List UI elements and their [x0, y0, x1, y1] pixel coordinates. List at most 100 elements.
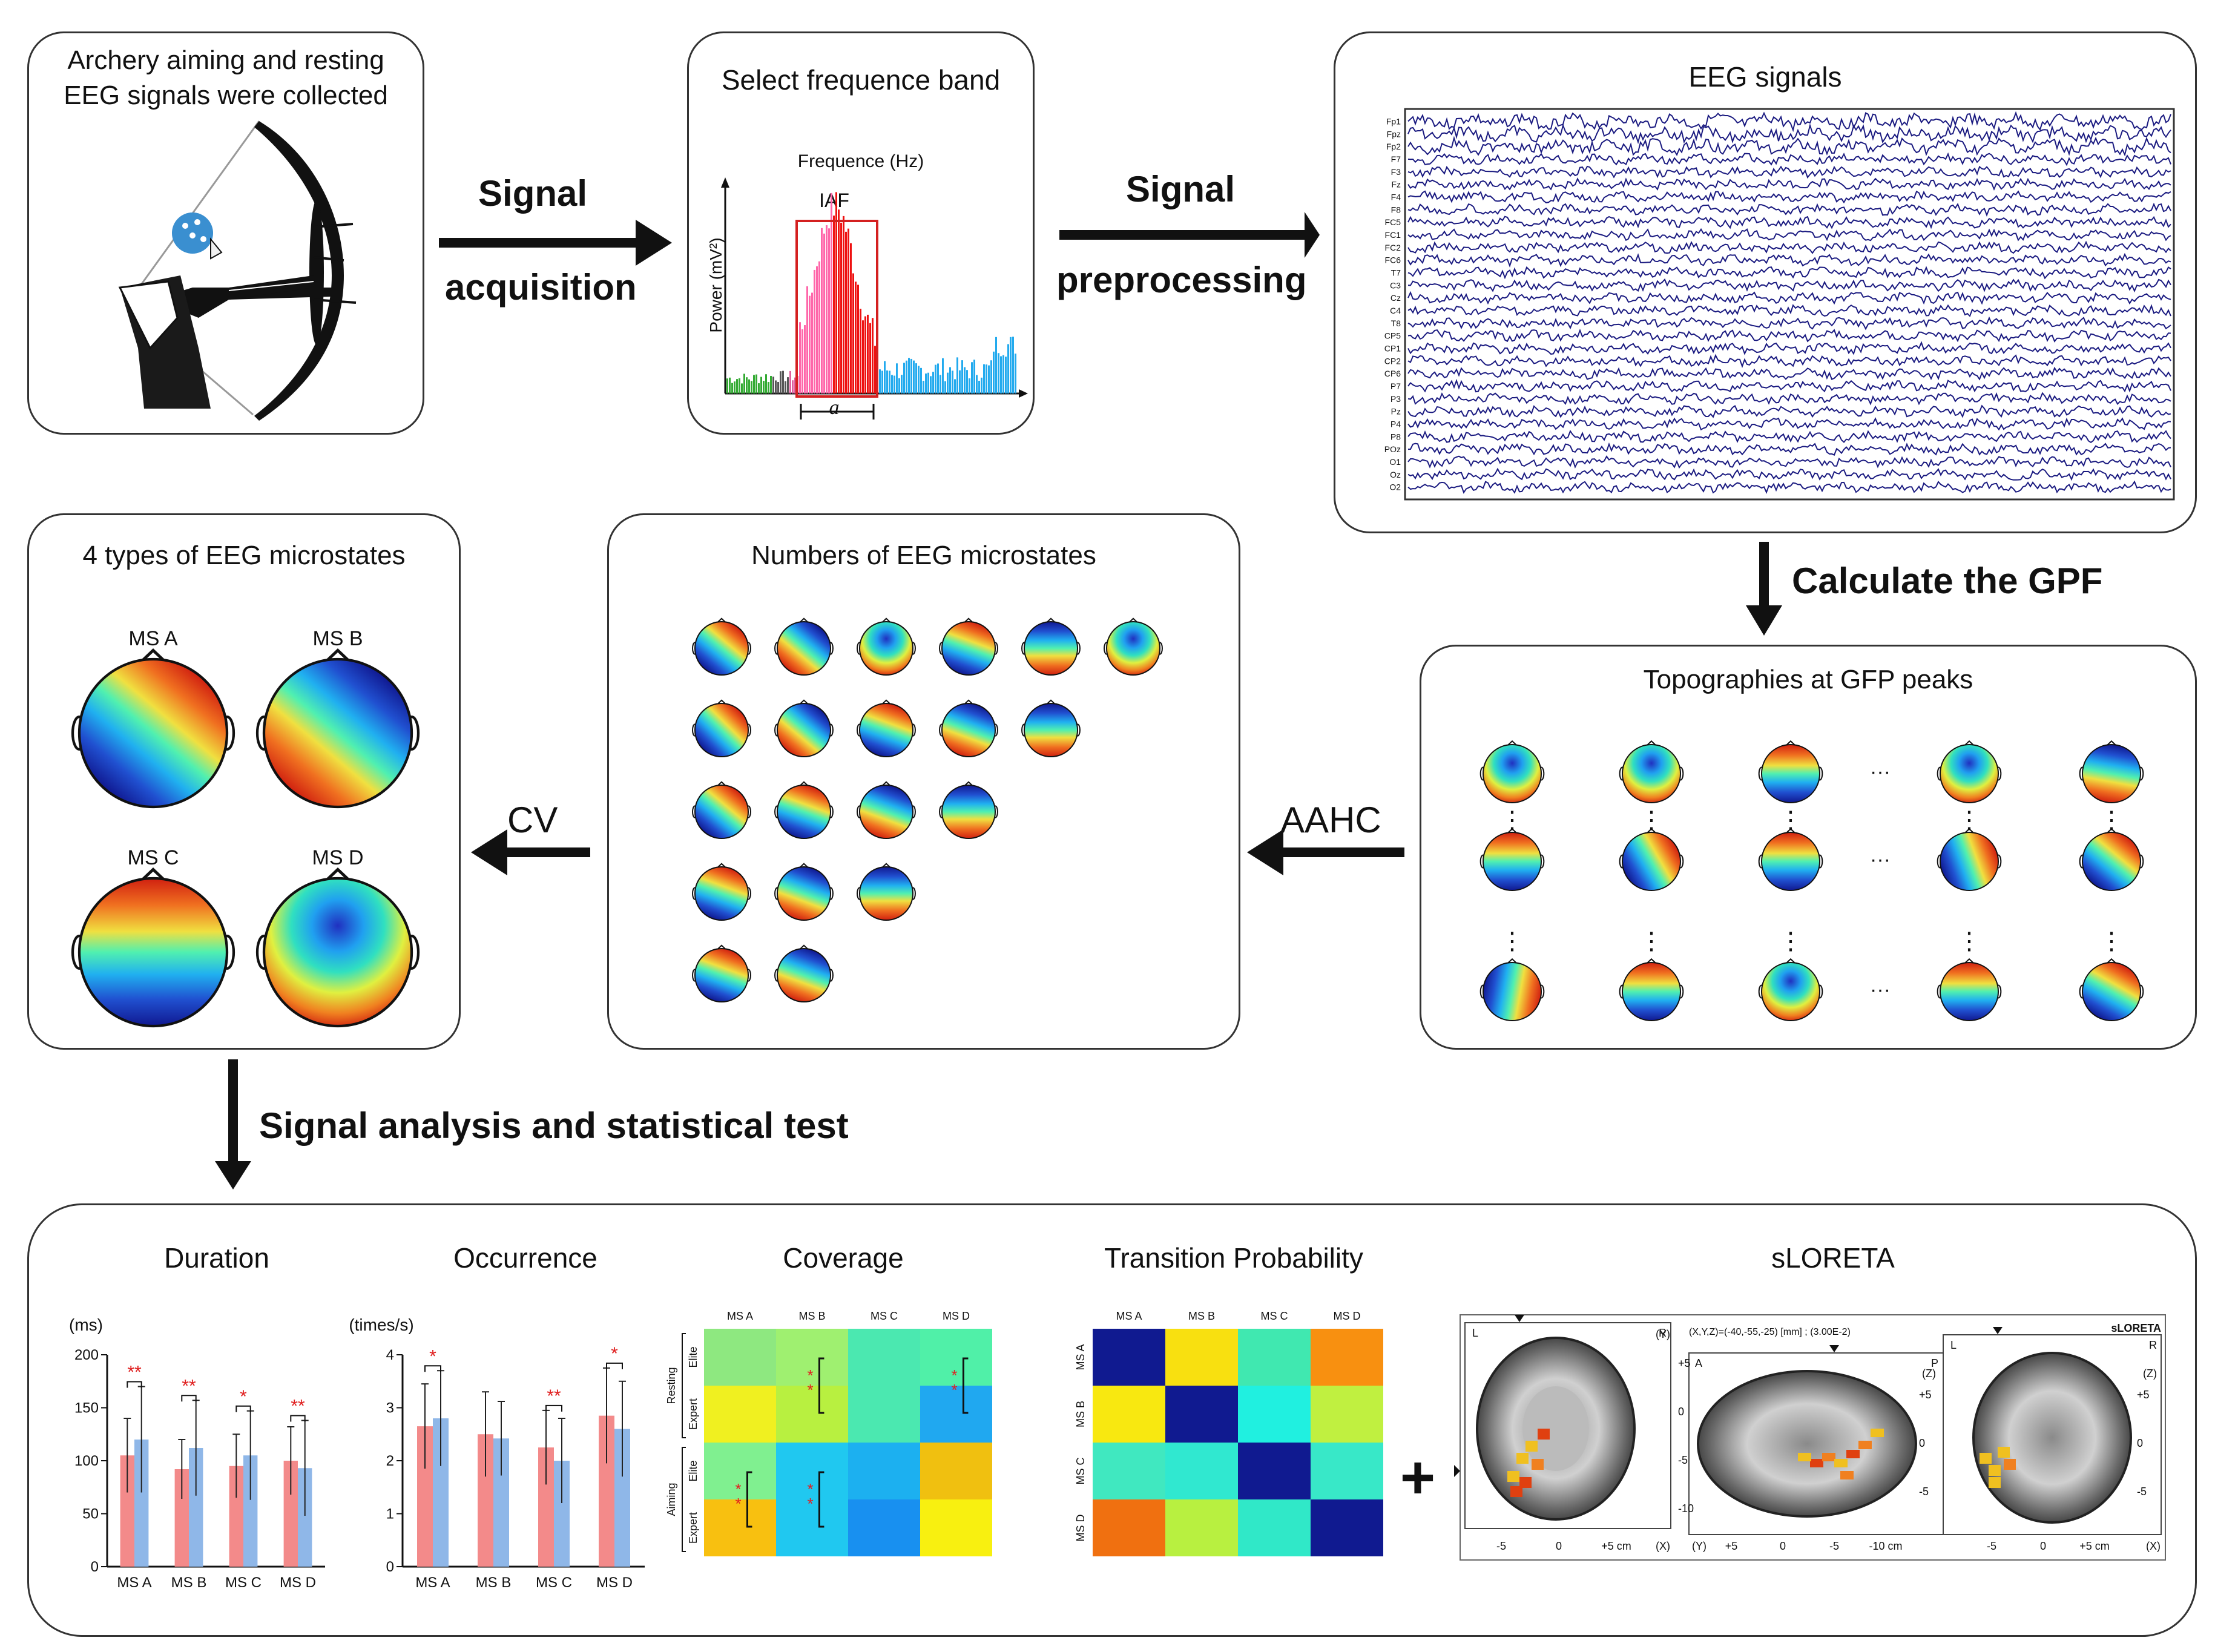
activation-voxel	[1846, 1450, 1860, 1458]
types-panel: 4 types of EEG microstates MS A MS B MS …	[27, 513, 461, 1050]
x-tick-label: MS D	[596, 1575, 633, 1591]
transition-cell	[1165, 1443, 1238, 1499]
bar	[120, 1455, 134, 1567]
transition-row-label: MS D	[1075, 1514, 1087, 1541]
eeg-channel-label: Fp2	[1386, 142, 1401, 151]
activation-voxel	[1525, 1441, 1538, 1452]
microstate-number-topomap	[774, 617, 834, 676]
y-tick-label: 1	[386, 1506, 394, 1522]
transition-title: Transition Probability	[1104, 1242, 1363, 1274]
gfp-topomap	[1619, 740, 1684, 803]
eeg-trace	[1407, 266, 2171, 280]
activation-voxel	[1516, 1453, 1529, 1464]
significance-mark: **	[547, 1386, 561, 1406]
eeg-trace	[1407, 378, 2171, 393]
x-tick-label: MS A	[415, 1575, 450, 1591]
axis-label: (X)	[1656, 1540, 1670, 1552]
frequency-axis-title: Frequence (Hz)	[797, 151, 924, 171]
topographies-title: Topographies at GFP peaks	[1643, 665, 1973, 694]
tick-label: -5	[1829, 1540, 1839, 1552]
tick-label: +5 cm	[1601, 1540, 1631, 1552]
coverage-row-label: Elite	[687, 1460, 699, 1481]
activation-voxel	[1532, 1459, 1544, 1470]
eeg-trace	[1407, 417, 2171, 431]
eeg-trace	[1407, 165, 2171, 179]
duration-title: Duration	[164, 1242, 269, 1274]
arrow-label-signal-2: Signal	[1126, 169, 1236, 209]
coverage-col-label: MS A	[727, 1310, 753, 1322]
eeg-trace	[1407, 278, 2171, 293]
eeg-channel-label: Pz	[1391, 407, 1401, 416]
tick-label: +5	[1725, 1540, 1738, 1552]
activation-voxel	[1798, 1453, 1811, 1461]
eeg-title: EEG signals	[1688, 61, 1842, 93]
gfp-topomap	[2079, 828, 2144, 891]
microstate-number-topomap	[692, 617, 751, 676]
coverage-cell	[776, 1386, 848, 1443]
eeg-channel-label: Fz	[1391, 180, 1401, 189]
ms-a-label: MS A	[128, 627, 178, 650]
gfp-topomap	[1479, 958, 1545, 1021]
eeg-trace	[1407, 354, 2171, 368]
eeg-channel-label: CP6	[1384, 369, 1401, 378]
activation-voxel	[1998, 1447, 2010, 1458]
eeg-channel-label: C3	[1390, 280, 1401, 290]
arrow-label-acquisition: acquisition	[445, 267, 637, 308]
gfp-topomap	[2079, 740, 2144, 803]
numbers-panel: Numbers of EEG microstates	[607, 513, 1240, 1050]
eeg-trace	[1407, 304, 2171, 317]
microstate-number-topomap	[1021, 699, 1081, 757]
transition-cell	[1311, 1386, 1383, 1443]
tick-label: +5	[1678, 1357, 1691, 1369]
tick-label: -5	[1496, 1540, 1506, 1552]
tick-label: +5	[1919, 1389, 1932, 1401]
y-tick-label: 200	[74, 1347, 99, 1363]
coverage-col-label: MS B	[798, 1310, 825, 1322]
gfp-topomap	[1758, 958, 1823, 1021]
alpha-label: a	[829, 397, 840, 419]
eeg-trace	[1407, 341, 2171, 355]
gfp-topomap	[1758, 740, 1823, 803]
x-tick-label: MS D	[280, 1575, 316, 1591]
significance-mark: *	[429, 1346, 436, 1366]
coverage-cell	[920, 1386, 992, 1443]
eeg-channel-label: F4	[1391, 192, 1401, 202]
ms-b-map	[255, 648, 420, 809]
y-tick-label: 0	[386, 1559, 394, 1575]
ms-b-label: MS B	[312, 627, 363, 650]
transition-col-label: MS D	[1334, 1310, 1361, 1322]
coverage-cell	[848, 1443, 920, 1499]
eeg-channel-label: Fpz	[1387, 129, 1401, 139]
gfp-topomap	[1619, 958, 1684, 1021]
transition-cell	[1165, 1386, 1238, 1443]
y-unit-label: (ms)	[69, 1315, 103, 1334]
activation-voxel	[2004, 1459, 2016, 1470]
tick-label: 0	[1919, 1437, 1925, 1449]
eeg-trace	[1407, 216, 2171, 229]
microstate-number-topomap	[1021, 617, 1081, 676]
ms-a-map	[71, 648, 235, 809]
eeg-channel-label: CP5	[1384, 331, 1401, 341]
frequency-band-panel: Select frequence band Frequence (Hz) IAF…	[687, 31, 1035, 435]
transition-cell	[1238, 1443, 1311, 1499]
significance-mark: *	[611, 1344, 618, 1364]
eeg-trace	[1407, 480, 2171, 494]
activation-voxel	[1871, 1429, 1884, 1437]
gfp-topomap	[1758, 828, 1823, 891]
numbers-title: Numbers of EEG microstates	[751, 541, 1096, 570]
eeg-channel-label: Oz	[1390, 470, 1401, 479]
x-tick-label: MS C	[536, 1575, 572, 1591]
microstate-number-topomap	[774, 944, 834, 1002]
arrow-label-signal-1: Signal	[478, 173, 588, 214]
vertical-ellipsis: ⋮	[1500, 928, 1524, 955]
gfp-topomap	[2079, 958, 2144, 1021]
transition-col-label: MS C	[1261, 1310, 1288, 1322]
coverage-row-label: Expert	[687, 1398, 699, 1430]
significance-mark: *	[240, 1387, 247, 1407]
microstate-number-topomap	[774, 781, 834, 839]
power-spectrum	[721, 177, 1028, 420]
eeg-trace	[1407, 177, 2171, 191]
sloreta-title: sLORETA	[1771, 1242, 1895, 1274]
y-tick-label: 150	[74, 1400, 99, 1417]
